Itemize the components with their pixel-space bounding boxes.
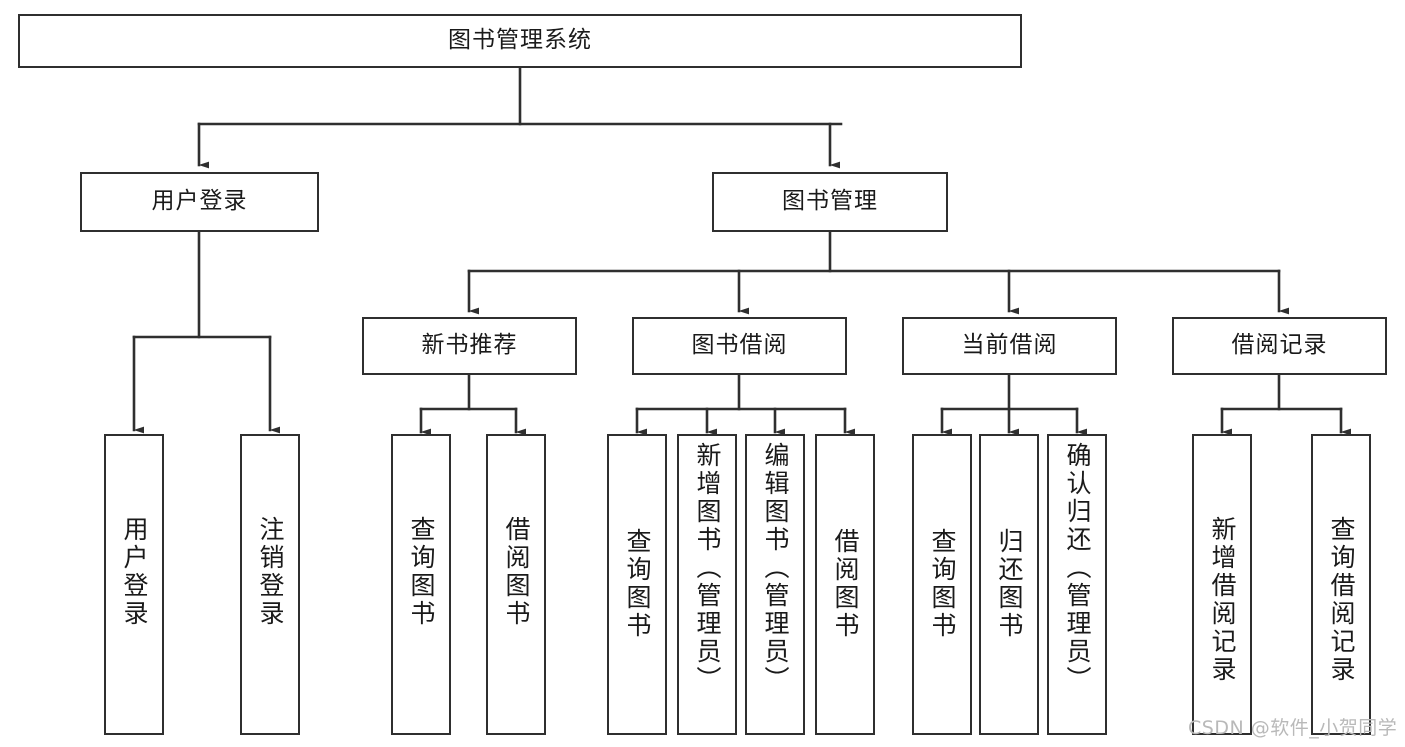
node-leaf-confirm-return[interactable]: 确认归还（管理员）: [1047, 434, 1107, 735]
node-leaf-add-record-label: 新增借阅记录: [1208, 516, 1237, 684]
node-leaf-confirm-return-label: 确认归还（管理员）: [1063, 442, 1092, 694]
node-leaf-query-book-1[interactable]: 查询图书: [391, 434, 451, 735]
node-leaf-borrow-book-1-label: 借阅图书: [502, 516, 531, 628]
node-user-login-label: 用户登录: [151, 188, 248, 215]
watermark: CSDN @软件_小贺同学: [1188, 717, 1398, 739]
node-leaf-user-logout[interactable]: 注销登录: [240, 434, 300, 735]
node-new-book-recommend-label: 新书推荐: [421, 332, 518, 359]
node-leaf-borrow-book-2[interactable]: 借阅图书: [815, 434, 875, 735]
node-leaf-add-book-label: 新增图书（管理员）: [693, 442, 722, 694]
node-book-manage[interactable]: 图书管理: [712, 172, 948, 232]
node-leaf-query-record[interactable]: 查询借阅记录: [1311, 434, 1371, 735]
node-leaf-user-login[interactable]: 用户登录: [104, 434, 164, 735]
node-leaf-query-book-2[interactable]: 查询图书: [607, 434, 667, 735]
node-book-borrow[interactable]: 图书借阅: [632, 317, 847, 375]
node-root-label: 图书管理系统: [448, 27, 592, 54]
node-book-borrow-label: 图书借阅: [691, 332, 788, 359]
node-leaf-query-book-2-label: 查询图书: [623, 528, 652, 640]
node-new-book-recommend[interactable]: 新书推荐: [362, 317, 577, 375]
node-leaf-return-book[interactable]: 归还图书: [979, 434, 1039, 735]
node-borrow-record[interactable]: 借阅记录: [1172, 317, 1387, 375]
node-current-borrow-label: 当前借阅: [961, 332, 1058, 359]
node-root[interactable]: 图书管理系统: [18, 14, 1022, 68]
node-leaf-add-record[interactable]: 新增借阅记录: [1192, 434, 1252, 735]
node-leaf-edit-book-label: 编辑图书（管理员）: [761, 442, 790, 694]
node-leaf-add-book[interactable]: 新增图书（管理员）: [677, 434, 737, 735]
node-leaf-user-login-label: 用户登录: [120, 516, 149, 628]
node-leaf-query-book-3[interactable]: 查询图书: [912, 434, 972, 735]
node-user-login[interactable]: 用户登录: [80, 172, 319, 232]
node-leaf-query-book-1-label: 查询图书: [407, 516, 436, 628]
node-borrow-record-label: 借阅记录: [1231, 332, 1328, 359]
node-leaf-return-book-label: 归还图书: [995, 528, 1024, 640]
node-leaf-query-record-label: 查询借阅记录: [1327, 516, 1356, 684]
node-leaf-query-book-3-label: 查询图书: [928, 528, 957, 640]
node-leaf-user-logout-label: 注销登录: [256, 516, 285, 628]
node-leaf-borrow-book-1[interactable]: 借阅图书: [486, 434, 546, 735]
node-leaf-edit-book[interactable]: 编辑图书（管理员）: [745, 434, 805, 735]
node-leaf-borrow-book-2-label: 借阅图书: [831, 528, 860, 640]
node-book-manage-label: 图书管理: [782, 188, 878, 215]
node-current-borrow[interactable]: 当前借阅: [902, 317, 1117, 375]
